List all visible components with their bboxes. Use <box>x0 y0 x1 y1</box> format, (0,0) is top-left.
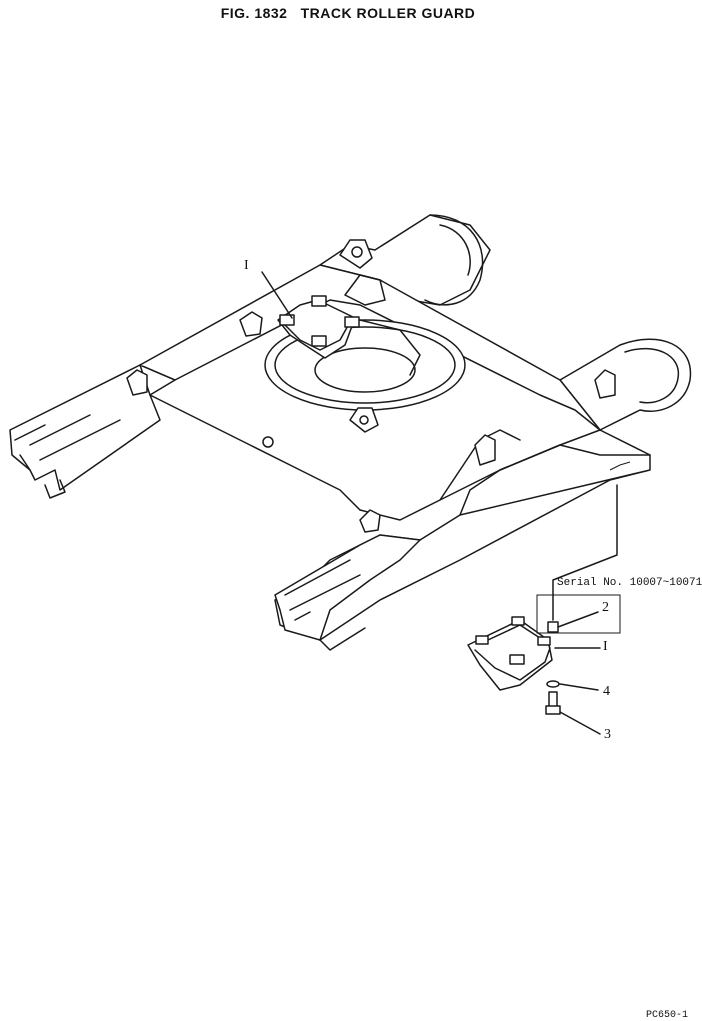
roller-guard-installed <box>261 271 360 359</box>
roller-guard-detail <box>467 484 621 735</box>
callout-bolt: 3 <box>604 727 611 742</box>
callout-guard-frame: I <box>244 258 249 273</box>
callout-guard-detail: I <box>603 639 608 654</box>
callout-washer: 4 <box>603 684 610 699</box>
page-code: PC650-1 <box>646 1010 689 1021</box>
callout-nut: 2 <box>602 600 609 615</box>
figure-title: FIG. 1832 TRACK ROLLER GUARD <box>220 5 476 21</box>
serial-range-label: Serial No. 10007~10071 <box>557 577 702 589</box>
